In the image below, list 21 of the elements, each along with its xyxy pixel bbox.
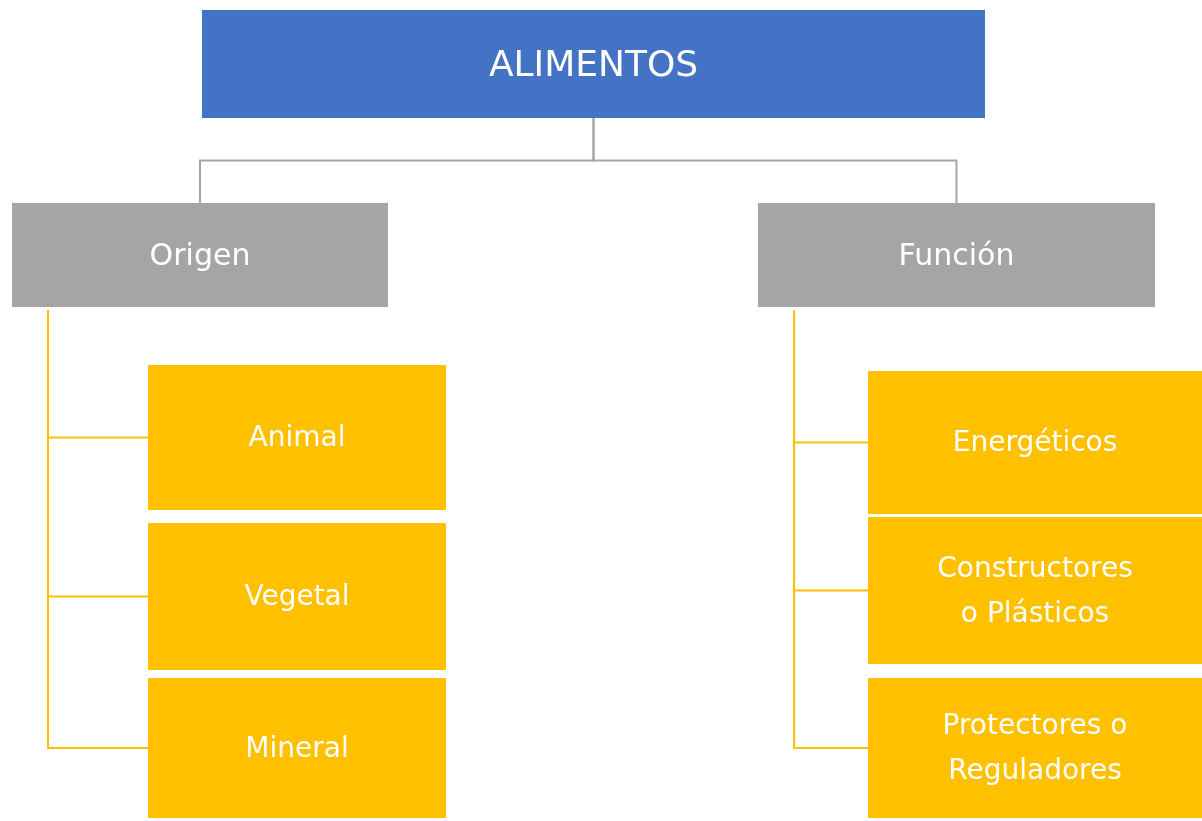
item-box: [148, 365, 446, 510]
item-box: [148, 523, 446, 670]
box-label: Mineral: [245, 729, 349, 766]
connector-line: [592, 117, 958, 204]
box-label: Función: [898, 236, 1015, 274]
title-box: [202, 10, 985, 118]
box-label: Protectores o Reguladores: [941, 707, 1129, 788]
connector-line: [793, 309, 869, 749]
item-box: [868, 678, 1202, 818]
box-label: Origen: [149, 236, 251, 274]
box-label: Energéticos: [952, 424, 1118, 461]
box-label: Vegetal: [244, 578, 350, 615]
category-box: [12, 203, 388, 307]
item-box: [868, 371, 1202, 514]
box-label: ALIMENTOS: [488, 42, 699, 87]
connector-line: [47, 309, 149, 749]
item-box: [868, 517, 1202, 664]
box-label: Animal: [248, 419, 346, 456]
box-label: Constructores o Plásticos: [936, 549, 1134, 631]
item-box: [148, 678, 446, 818]
category-box: [758, 203, 1155, 307]
